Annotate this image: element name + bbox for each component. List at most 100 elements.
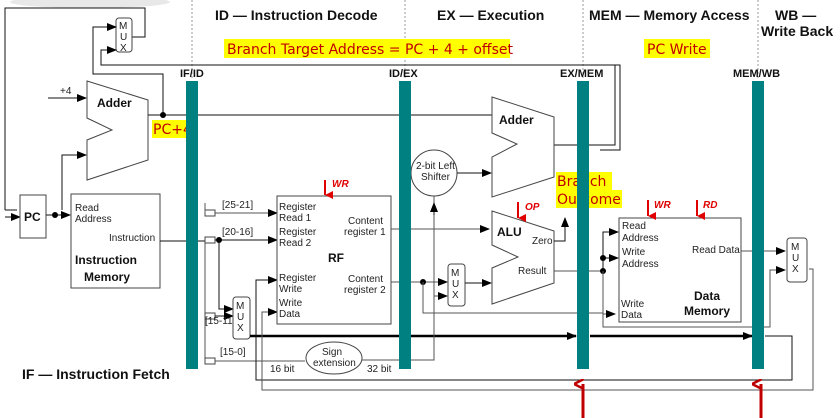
top-mux-label-u: U	[120, 32, 127, 43]
dmem-rd-label: RD	[703, 200, 717, 211]
adder-if	[86, 80, 149, 181]
imem-title-2: Memory	[84, 270, 130, 284]
tap-20-16	[204, 236, 216, 244]
alu-src-mux	[447, 263, 466, 307]
alu-zero-label: Zero	[532, 236, 553, 247]
addr-junction-1	[600, 255, 606, 261]
wb-mux	[786, 237, 808, 283]
top-mux-label-m: M	[119, 21, 127, 32]
stage-title-wb-2: Write Back	[761, 23, 833, 39]
regdst-mux-u: U	[237, 312, 244, 323]
regdst-mux	[232, 296, 251, 340]
alu-mux-u: U	[452, 279, 459, 290]
wb-mux-m: M	[791, 242, 799, 253]
rf-content1-a: Content	[348, 216, 383, 227]
label-id-ex: ID/EX	[389, 68, 418, 80]
pc-write-highlight	[644, 39, 710, 58]
pipeline-reg-mem-wb	[752, 81, 764, 369]
stage-title-wb-1: WB —	[775, 7, 816, 23]
pipeline-reg-if-id	[186, 81, 198, 369]
plus4-label: +4	[60, 86, 72, 97]
adder-ex	[491, 96, 555, 198]
zero-branch-wire	[554, 217, 569, 242]
rf-read1-a: Register	[279, 202, 317, 213]
register-file	[276, 195, 392, 325]
pc4-text: PC+4	[153, 122, 192, 138]
sign-ext-label-1: Sign	[322, 347, 342, 358]
dmem-read-addr-a: Read	[622, 221, 646, 232]
sign-extension	[305, 341, 363, 375]
shadow-decoration	[10, 0, 170, 8]
pc-feedback-wire	[4, 7, 146, 210]
rf-wr-label: WR	[332, 179, 349, 190]
imem-read-label-1: Read	[75, 203, 99, 214]
label-mem-wb: MEM/WB	[733, 68, 780, 80]
pc-register	[19, 194, 47, 239]
dmem-wr-label: WR	[654, 200, 671, 211]
dmem-read-data-label: Read Data	[692, 245, 740, 256]
rf-content2-b: register 2	[344, 285, 386, 296]
imem-title-1: Instruction	[75, 253, 137, 267]
pipeline-reg-id-ex	[399, 81, 411, 369]
alu-mux-m: M	[451, 268, 459, 279]
branch-target-text: Branch Target Address = PC + 4 + offset	[227, 42, 513, 58]
addr-to-read-wire	[602, 228, 619, 271]
regdst-mux-m: M	[236, 301, 244, 312]
pc-write-text: PC Write	[647, 42, 707, 58]
tap-25-21	[204, 209, 216, 217]
dmem-write-data-a: Write	[621, 299, 645, 310]
stage-title-if: IF — Instruction Fetch	[22, 366, 170, 382]
label-if-id: IF/ID	[180, 68, 204, 80]
pipeline-reg-ex-mem	[577, 81, 589, 369]
dmem-write-addr-a: Write	[622, 247, 646, 258]
rf-write-b: Write	[279, 284, 303, 295]
regdst-mux-x: X	[237, 323, 244, 334]
dmem-write-addr-b: Address	[622, 259, 659, 270]
pc-junction	[52, 212, 58, 218]
top-mux-label-x: X	[120, 43, 127, 54]
bits-20-16: [20-16]	[222, 227, 253, 238]
dmem-write-data-b: Data	[621, 310, 643, 321]
imm-32-wire	[362, 192, 435, 361]
alu-title: ALU	[497, 225, 522, 239]
mux-in-pc4-wire	[92, 23, 164, 113]
pc-label: PC	[24, 210, 41, 224]
top-mux	[115, 17, 133, 53]
rf-content2-a: Content	[348, 274, 383, 285]
pc4-junction	[160, 112, 166, 118]
rf-content1-b: register 1	[344, 227, 386, 238]
dmem-read-addr-b: Address	[622, 233, 659, 244]
shifter-label-1: 2-bit Left	[416, 161, 455, 172]
stage-title-mem: MEM — Memory Access	[589, 7, 750, 23]
imem-instruction-label: Instruction	[109, 233, 155, 244]
stage-title-ex: EX — Execution	[437, 7, 544, 23]
write-reg-feedback	[255, 276, 793, 381]
label-ex-mem: EX/MEM	[560, 68, 603, 80]
bits-15-11: [15-11]	[205, 316, 236, 327]
bits-32: 32 bit	[367, 364, 392, 375]
imem-read-label-2: Address	[75, 214, 112, 225]
data-memory	[618, 217, 742, 323]
dmem-title-2: Memory	[684, 304, 730, 318]
adder-if-label: Adder	[97, 96, 132, 110]
rf-wdata-a: Write	[279, 298, 303, 309]
bits-16: 16 bit	[270, 364, 295, 375]
stage-title-id: ID — Instruction Decode	[215, 7, 378, 23]
rf-read2-a: Register	[279, 227, 317, 238]
shifter-label-2: Shifter	[421, 172, 451, 183]
pc4-highlight	[152, 120, 188, 138]
wb-mux-x: X	[792, 264, 799, 275]
branch-target-highlight	[224, 39, 510, 58]
write-data-feedback	[261, 268, 814, 391]
alu	[491, 210, 555, 305]
instruction-memory	[70, 193, 161, 289]
wb-mux-u: U	[792, 253, 799, 264]
alu-op-label: OP	[525, 202, 540, 213]
bits-25-21: [25-21]	[222, 200, 253, 211]
rf-title: RF	[328, 251, 344, 265]
pc-to-adder-wire	[61, 151, 87, 210]
alu-mux-x: X	[452, 290, 459, 301]
alu-bypass-to-wbmux	[602, 266, 786, 328]
bits-15-0: [15-0]	[220, 347, 246, 358]
